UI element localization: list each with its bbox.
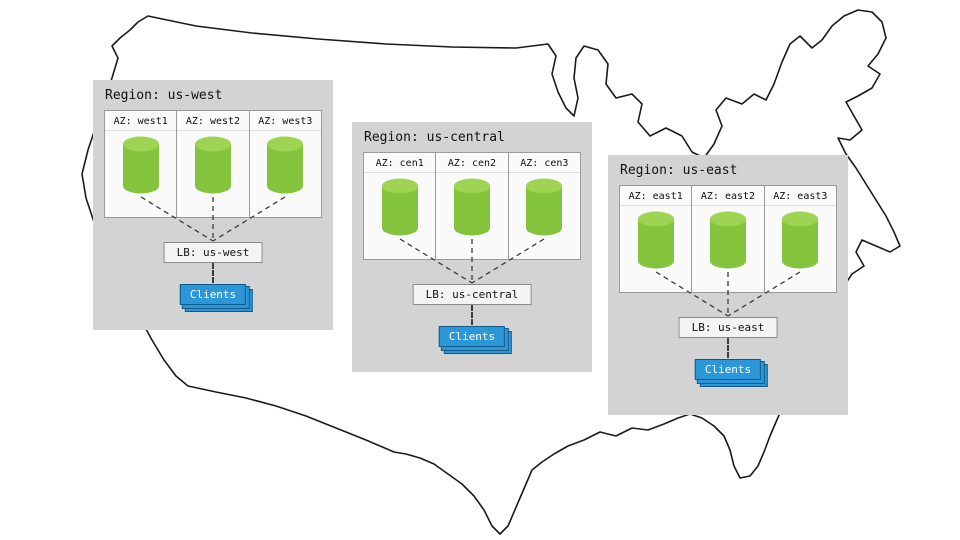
- database-cylinder-icon: [381, 178, 418, 236]
- clients-box: Clients: [694, 359, 762, 380]
- az-zone: AZ: cen3: [508, 153, 580, 259]
- az-zone: AZ: cen2: [436, 153, 509, 259]
- region-us-west: Region: us-west AZ: west1 AZ: west2 AZ: …: [93, 80, 333, 330]
- database-cylinder-icon: [122, 136, 159, 194]
- az-zone: AZ: cen1: [364, 153, 437, 259]
- clients-box: Clients: [179, 284, 247, 305]
- region-title: Region: us-east: [620, 163, 738, 178]
- az-label: AZ: east1: [620, 186, 692, 206]
- region-title: Region: us-west: [105, 88, 223, 103]
- az-panel: AZ: west1 AZ: west2 AZ: west3: [104, 110, 322, 218]
- region-us-east: Region: us-east AZ: east1 AZ: east2 AZ: …: [608, 155, 848, 415]
- az-label: AZ: west3: [249, 111, 321, 131]
- az-label: AZ: cen1: [364, 153, 436, 173]
- az-zone: AZ: east3: [764, 186, 836, 292]
- az-label: AZ: east2: [692, 186, 764, 206]
- az-zone: AZ: east1: [620, 186, 693, 292]
- az-zone: AZ: west3: [249, 111, 321, 217]
- load-balancer: LB: us-west: [163, 242, 263, 263]
- clients-box: Clients: [438, 326, 506, 347]
- load-balancer: LB: us-east: [678, 317, 778, 338]
- az-label: AZ: east3: [764, 186, 836, 206]
- connector-line: [212, 263, 214, 283]
- az-zone: AZ: west1: [105, 111, 178, 217]
- az-label: AZ: west2: [177, 111, 249, 131]
- database-cylinder-icon: [453, 178, 490, 236]
- database-cylinder-icon: [194, 136, 231, 194]
- az-label: AZ: cen3: [508, 153, 580, 173]
- connector-line: [727, 338, 729, 358]
- load-balancer: LB: us-central: [412, 284, 532, 305]
- connector-line: [471, 305, 473, 325]
- az-zone: AZ: east2: [692, 186, 765, 292]
- az-panel: AZ: cen1 AZ: cen2 AZ: cen3: [363, 152, 581, 260]
- database-cylinder-icon: [267, 136, 304, 194]
- region-title: Region: us-central: [364, 130, 505, 145]
- az-zone: AZ: west2: [177, 111, 250, 217]
- database-cylinder-icon: [709, 211, 746, 269]
- database-cylinder-icon: [637, 211, 674, 269]
- database-cylinder-icon: [526, 178, 563, 236]
- az-panel: AZ: east1 AZ: east2 AZ: east3: [619, 185, 837, 293]
- region-us-central: Region: us-central AZ: cen1 AZ: cen2 AZ:…: [352, 122, 592, 372]
- az-label: AZ: west1: [105, 111, 177, 131]
- az-label: AZ: cen2: [436, 153, 508, 173]
- database-cylinder-icon: [782, 211, 819, 269]
